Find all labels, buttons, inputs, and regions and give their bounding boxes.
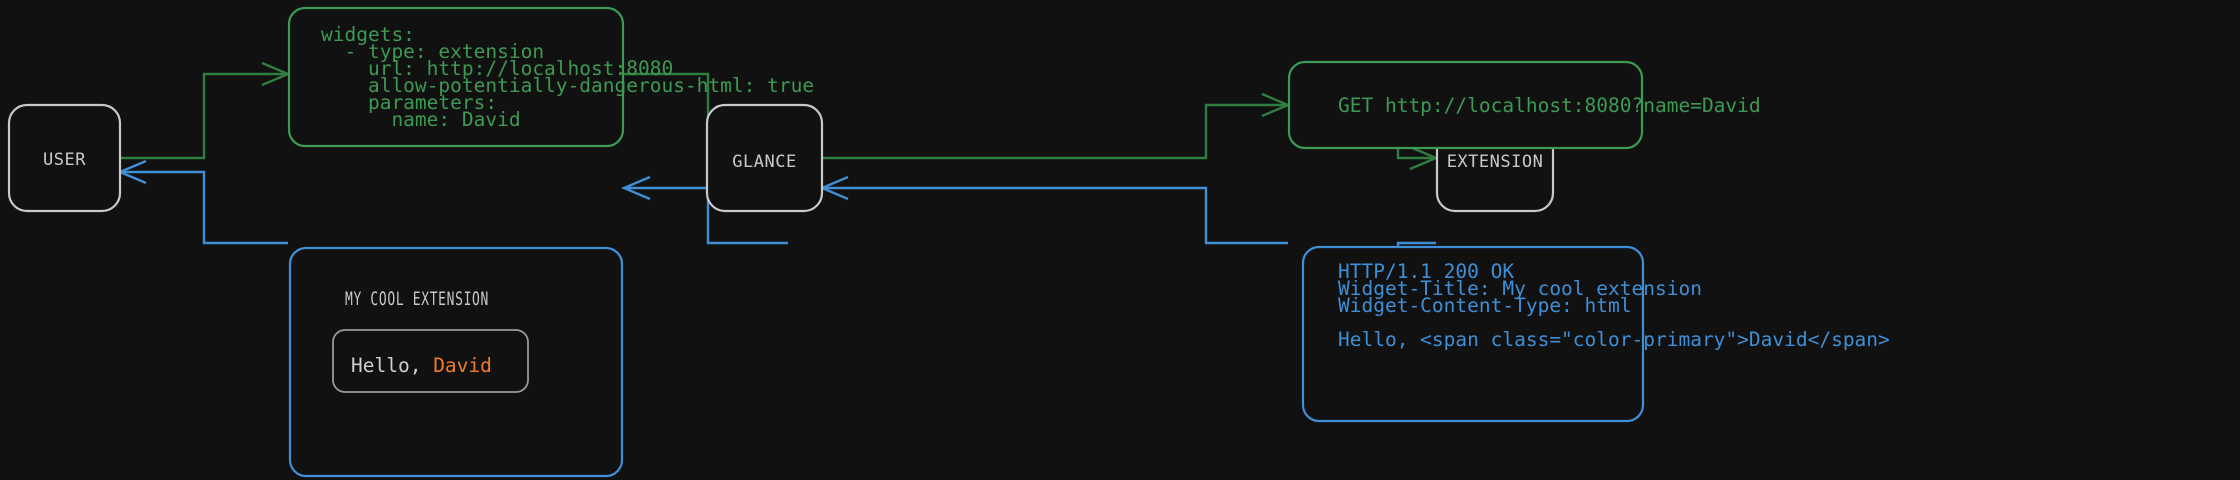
response-line-1: Widget-Title: My cool extension [1338, 277, 1702, 300]
config-line-0: widgets: [321, 23, 415, 46]
config-box[interactable]: widgets: - type: extension url: http://l… [287, 6, 814, 148]
connector-response-to-glance [818, 175, 1288, 245]
config-line-2: url: http://localhost:8080 [321, 57, 673, 80]
response-line-4: Hello, <span class="color-primary">David… [1338, 328, 1890, 351]
widget-body: Hello, David [351, 354, 492, 377]
widget-body-accent: David [433, 354, 492, 377]
config-line-3: allow-potentially-dangerous-html: true [321, 74, 814, 97]
connector-glance-to-request [822, 92, 1292, 160]
widget-content-frame [332, 329, 529, 393]
response-line-2: Widget-Content-Type: html [1338, 294, 1632, 317]
request-line-0: GET http://localhost:8080?name=David [1338, 94, 1761, 117]
node-user-label: USER [43, 150, 86, 170]
response-line-0: HTTP/1.1 200 OK [1338, 260, 1514, 283]
connector-glance-to-widget [620, 175, 788, 245]
config-line-5: name: David [321, 108, 521, 131]
connector-widget-to-user [116, 159, 288, 245]
widget-preview-box[interactable]: MY COOL EXTENSION Hello, David [288, 246, 624, 478]
config-line-4: parameters: [321, 91, 497, 114]
config-line-1: - type: extension [321, 40, 544, 63]
node-glance-label: GLANCE [732, 152, 796, 172]
node-extension-label: EXTENSION [1447, 152, 1544, 172]
response-box[interactable]: HTTP/1.1 200 OK Widget-Title: My cool ex… [1301, 245, 1890, 423]
node-glance[interactable]: GLANCE [705, 103, 824, 213]
widget-title: MY COOL EXTENSION [345, 288, 489, 310]
connector-user-to-config [120, 61, 292, 160]
widget-body-prefix: Hello, [351, 354, 433, 377]
node-user[interactable]: USER [7, 103, 122, 213]
request-box[interactable]: GET http://localhost:8080?name=David [1287, 60, 1761, 150]
